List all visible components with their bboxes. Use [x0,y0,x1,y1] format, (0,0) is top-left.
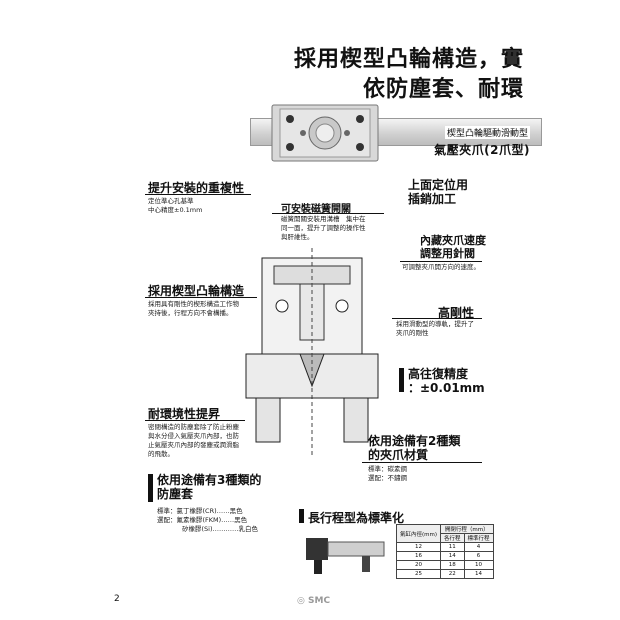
divider [400,261,482,262]
accent-bar [399,368,404,392]
page-number: 2 [114,594,120,604]
product-name: 氣壓夾爪(2爪型) [434,143,530,157]
long-stroke-product-photo [306,538,385,574]
feature-stroke-title: 長行程型為標準化 [308,511,405,525]
accent-bar [299,509,304,523]
gripper-cross-section-drawing [245,248,379,458]
title-line-2: 依防塵套、耐環 [362,76,524,102]
page-title: 採用楔型凸輪構造，實 依防塵套、耐環 [294,44,524,104]
table-row: 16 14 6 [395,551,494,561]
divider [145,297,257,298]
table-row: 12 11 4 [395,542,494,552]
stroke-table: 氣缸內徑(mm) 開閉行程（mm） 各行程 標準行程 12 11 4 16 14… [395,524,494,579]
table-row: 20 18 10 [395,560,494,570]
feature-boot-list: 標準：氯丁橡膠(CR)……黑色 選配：氟素橡膠(FKM)……黑色 矽橡膠(Si)… [157,507,259,533]
feature-cam-desc: 採用具有剛性的楔形構造工作物 夾持後，行程方向不會構播。 [148,300,239,317]
feature-rigidity-desc: 採用滑動型的導軌，提升了 夾爪的剛性 [396,320,474,337]
stroke-table-header-std: 各行程 [440,533,465,543]
feature-speed-title: 內藏夾爪速度 調整用針閥 [420,234,486,260]
accent-bar [148,474,153,502]
feature-material-desc: 標準：碳素鋼 選配：不鏽鋼 [368,465,407,482]
feature-mounting-desc: 定位準心孔基準 中心精度±0.1mm [148,197,203,214]
title-line-1: 採用楔型凸輪構造，實 [293,46,524,72]
divider [272,213,384,214]
smc-logo: ◎ SMC [297,596,331,606]
gripper-top-photo [271,104,379,162]
feature-speed-desc: 可調整夾爪開方向的速度。 [402,263,480,271]
table-row: 25 22 14 [395,569,494,579]
stroke-table-header-group: 開閉行程（mm） [440,524,494,534]
feature-boot-title: 依用途備有3種類的 防塵套 [157,473,262,501]
divider [392,318,482,319]
product-subtitle: 楔型凸輪驅動滑動型 [444,126,530,139]
divider [145,420,245,421]
feature-env-title: 耐環境性提昇 [148,407,221,421]
divider [362,462,482,463]
feature-pin-title: 上面定位用 插銷加工 [408,178,469,206]
divider [145,194,251,195]
smc-logo-icon: ◎ [297,596,305,606]
feature-rigidity-title: 高剛性 [438,306,475,320]
feature-mounting-title: 提升安裝的重複性 [148,181,245,195]
feature-switch-title: 可安裝磁簧開關 [281,204,351,215]
stroke-table-header-long: 標準行程 [463,533,494,543]
feature-switch-desc: 磁簧開關安裝用溝槽 集中在 同一面，提升了調整的操作性 與肝維性。 [281,215,366,241]
feature-material-title: 依用途備有2種類 的夾爪材質 [368,434,461,462]
feature-repeat-title: 高往復精度 ：±0.01mm [408,367,485,395]
feature-env-desc: 密閉構造的防塵套除了防止粉塵 與水分侵入氣壓夾爪內部，也防 止氣壓夾爪內部的發塵… [148,423,239,458]
feature-cam-title: 採用楔型凸輪構造 [148,284,245,298]
stroke-table-header-bore: 氣缸內徑(mm) [395,524,442,543]
